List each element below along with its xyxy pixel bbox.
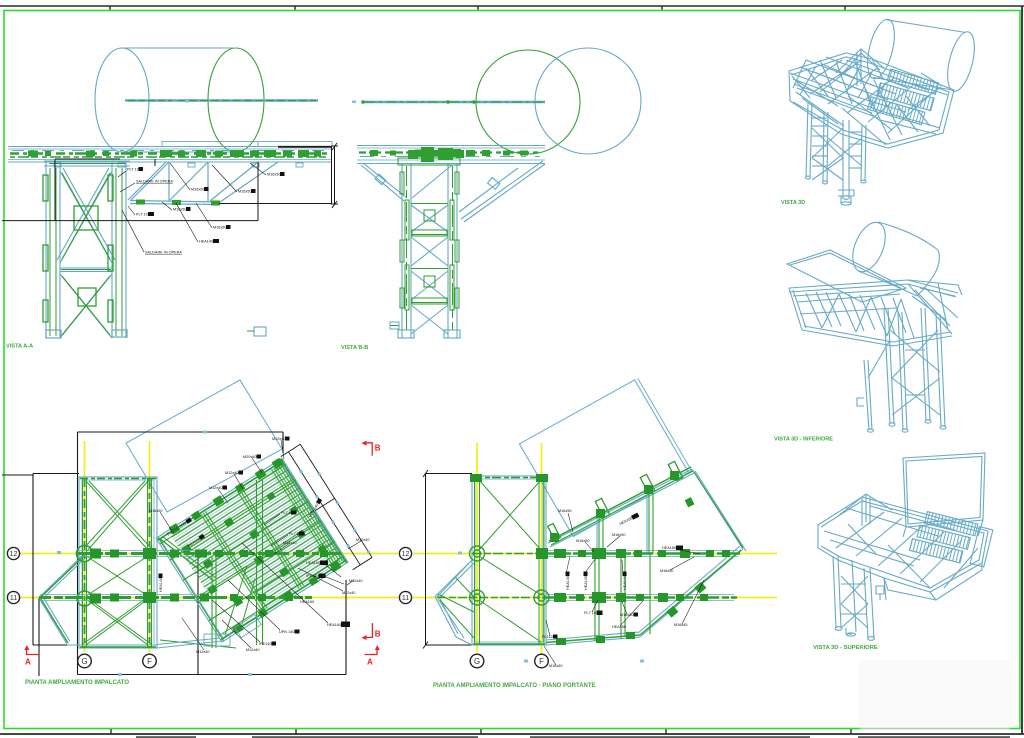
svg-text:M16x50: M16x50 bbox=[576, 539, 590, 543]
svg-text:M12x40: M12x40 bbox=[209, 486, 223, 490]
svg-text:M12x40: M12x40 bbox=[283, 541, 297, 545]
svg-text:G: G bbox=[81, 657, 87, 666]
svg-text:B: B bbox=[375, 444, 381, 453]
svg-text:PL110: PL110 bbox=[542, 635, 553, 639]
svg-text:UPN 140: UPN 140 bbox=[279, 630, 294, 634]
svg-text:PLT 10: PLT 10 bbox=[136, 213, 148, 217]
svg-text:11: 11 bbox=[402, 595, 409, 602]
svg-text:12: 12 bbox=[402, 551, 410, 558]
svg-text:M12x40: M12x40 bbox=[342, 591, 356, 595]
svg-text:UPN 140: UPN 140 bbox=[308, 503, 320, 518]
svg-text:B: B bbox=[375, 630, 381, 639]
svg-text:VISTA 3D - SUPERIORE: VISTA 3D - SUPERIORE bbox=[813, 645, 878, 651]
svg-text:G: G bbox=[474, 657, 480, 666]
svg-text:PIANTA AMPLIAMENTO IMPALCATO -: PIANTA AMPLIAMENTO IMPALCATO - PIANO POR… bbox=[433, 683, 596, 689]
svg-text:M16x55: M16x55 bbox=[558, 509, 572, 513]
svg-text:IPE140: IPE140 bbox=[306, 574, 318, 578]
svg-text:A: A bbox=[25, 658, 31, 667]
svg-text:11: 11 bbox=[10, 595, 17, 602]
svg-text:HEA140: HEA140 bbox=[159, 578, 163, 592]
svg-text:M16x50: M16x50 bbox=[213, 226, 227, 230]
svg-text:HEA140: HEA140 bbox=[584, 576, 588, 590]
svg-text:M16x50: M16x50 bbox=[173, 208, 187, 212]
svg-text:A: A bbox=[367, 658, 373, 667]
svg-text:PL7 10: PL7 10 bbox=[584, 611, 596, 615]
svg-text:HEA160: HEA160 bbox=[662, 546, 676, 550]
svg-text:M12x40: M12x40 bbox=[246, 648, 260, 652]
svg-text:M16x50: M16x50 bbox=[660, 569, 674, 573]
svg-text:PL7.5: PL7.5 bbox=[289, 532, 299, 536]
svg-text:PL7.5: PL7.5 bbox=[281, 511, 291, 515]
svg-text:M16x45: M16x45 bbox=[674, 623, 688, 627]
svg-text:M16x50: M16x50 bbox=[267, 173, 281, 177]
svg-text:F: F bbox=[147, 657, 152, 666]
svg-text:PLT 10: PLT 10 bbox=[127, 168, 139, 172]
svg-text:VISTA B-B: VISTA B-B bbox=[341, 345, 368, 351]
svg-text:HEA160: HEA160 bbox=[619, 516, 633, 526]
svg-text:F: F bbox=[539, 657, 544, 666]
svg-text:SALDARE IN OPERA: SALDARE IN OPERA bbox=[136, 179, 173, 183]
svg-text:HEA160: HEA160 bbox=[327, 623, 341, 627]
svg-text:M12x40: M12x40 bbox=[196, 650, 210, 654]
svg-text:M16x50: M16x50 bbox=[238, 190, 252, 194]
svg-text:VISTA 3D - INFERIORE: VISTA 3D - INFERIORE bbox=[774, 437, 833, 443]
svg-text:IPE140: IPE140 bbox=[259, 642, 271, 646]
svg-text:HEA140: HEA140 bbox=[623, 576, 627, 590]
svg-text:HEA160: HEA160 bbox=[187, 537, 201, 548]
svg-text:M12x40: M12x40 bbox=[356, 538, 370, 542]
svg-text:M16x50: M16x50 bbox=[191, 188, 205, 192]
svg-text:HEA140: HEA140 bbox=[199, 240, 213, 244]
svg-text:HEA160: HEA160 bbox=[306, 561, 320, 565]
svg-text:VISTA 3D: VISTA 3D bbox=[781, 200, 805, 206]
svg-text:HEA160: HEA160 bbox=[300, 600, 314, 604]
svg-text:M12x40: M12x40 bbox=[349, 579, 363, 583]
svg-text:M16x50: M16x50 bbox=[149, 509, 163, 513]
svg-text:HEA160: HEA160 bbox=[612, 625, 626, 629]
svg-text:SALDARE IN OPERA: SALDARE IN OPERA bbox=[145, 251, 182, 255]
svg-text:M20x60: M20x60 bbox=[243, 455, 257, 459]
svg-text:HEA140: HEA140 bbox=[566, 576, 570, 590]
svg-text:M12x40: M12x40 bbox=[272, 437, 286, 441]
svg-text:M16x50: M16x50 bbox=[549, 664, 563, 668]
svg-text:M12x40: M12x40 bbox=[225, 471, 239, 475]
svg-text:M16x50: M16x50 bbox=[620, 613, 634, 617]
svg-text:VISTA A-A: VISTA A-A bbox=[6, 344, 33, 350]
svg-text:PIANTA AMPLIAMENTO IMPALCATO: PIANTA AMPLIAMENTO IMPALCATO bbox=[25, 680, 129, 686]
svg-text:M16x50: M16x50 bbox=[612, 533, 626, 537]
svg-text:12: 12 bbox=[10, 551, 18, 558]
